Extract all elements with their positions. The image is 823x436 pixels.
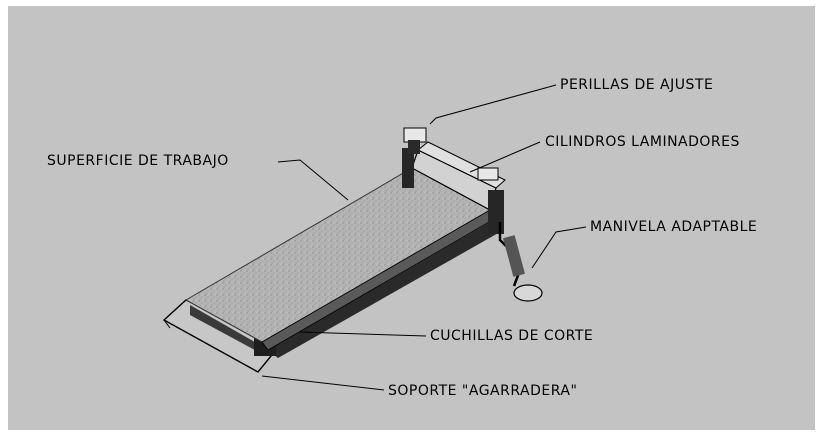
label-perillas-de-ajuste: PERILLAS DE AJUSTE	[560, 77, 714, 93]
perillas-de-ajuste	[403, 127, 499, 181]
label-soporte-agarradera: SOPORTE "AGARRADERA"	[388, 383, 578, 399]
label-cilindros-laminadores: CILINDROS LAMINADORES	[545, 134, 740, 150]
label-manivela-adaptable: MANIVELA ADAPTABLE	[590, 219, 758, 235]
label-superficie-de-trabajo: SUPERFICIE DE TRABAJO	[47, 153, 229, 169]
leader-lines	[261, 84, 587, 391]
label-cuchillas-de-corte: CUCHILLAS DE CORTE	[430, 328, 594, 344]
manivela-adaptable	[498, 222, 543, 302]
